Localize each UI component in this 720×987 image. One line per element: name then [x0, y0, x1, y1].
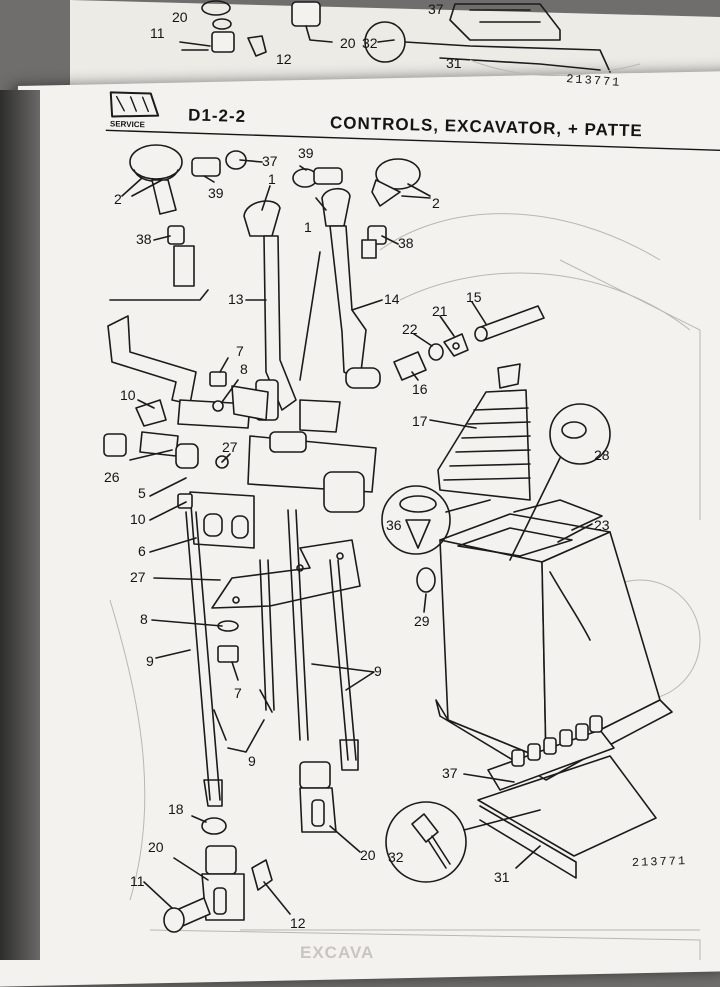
prev-callout-31: 31	[446, 55, 462, 71]
clevis-20-lower	[299, 761, 337, 833]
callout-29: 29	[414, 613, 430, 629]
exploded-parts-diagram: 20 11 12 20 32 37 31 213771 SERVICE D1-2…	[103, 0, 720, 960]
cap-28	[561, 421, 587, 439]
callout-12: 12	[290, 915, 306, 931]
prev-callout-32: 32	[362, 35, 378, 51]
callout-27a: 27	[222, 439, 238, 455]
lever-13	[243, 200, 297, 421]
callout-37b: 37	[442, 765, 458, 781]
callout-16: 16	[412, 381, 428, 397]
callout-labels: 1 1 2 2 5 6 7 7 8 8 9 9 9 10 10 11 12 13…	[104, 145, 610, 931]
detail-circle-28	[549, 403, 611, 465]
section-title: CONTROLS, EXCAVATOR, + PATTE	[330, 113, 643, 140]
binding-shadow	[0, 90, 40, 960]
callout-27b: 27	[130, 569, 146, 585]
callout-10a: 10	[120, 387, 136, 403]
callout-5: 5	[138, 485, 146, 501]
nut-18	[201, 817, 227, 835]
valve-block-37	[487, 715, 615, 791]
callout-23: 23	[594, 517, 610, 533]
mounting-plate	[211, 539, 361, 609]
brand-logo: SERVICE	[109, 91, 160, 129]
callout-14: 14	[384, 291, 400, 307]
screw-32	[411, 813, 451, 869]
background-text: EXCAVA	[300, 943, 374, 960]
callout-9b: 9	[248, 753, 256, 769]
brand-service-text: SERVICE	[110, 119, 146, 129]
previous-page-drawing: 20 11 12 20 32 37 31 213771	[150, 0, 641, 90]
spacer-39-left	[191, 150, 247, 177]
callout-9a: 9	[146, 653, 154, 669]
callout-13: 13	[228, 291, 244, 307]
gaiter-17	[437, 363, 531, 501]
callout-38a: 38	[136, 231, 152, 247]
leader-28	[509, 457, 561, 561]
prev-callout-37: 37	[428, 1, 444, 17]
grommet-29	[416, 567, 436, 593]
callout-38b: 38	[398, 235, 414, 251]
callout-8b: 8	[140, 611, 148, 627]
leader-lines	[109, 159, 593, 915]
console-housing-23	[435, 499, 673, 781]
prev-figure-ref: 213771	[566, 72, 622, 90]
pin-11	[163, 897, 211, 933]
left-knob-assembly	[129, 144, 195, 287]
fastener-36	[399, 495, 437, 549]
nut-7-lower	[217, 645, 239, 663]
detail-circle-36	[381, 485, 451, 555]
callout-17: 17	[412, 413, 428, 429]
yoke-block-6	[177, 491, 255, 549]
callout-15: 15	[466, 289, 482, 305]
callout-21: 21	[432, 303, 448, 319]
callout-2b: 2	[432, 195, 440, 211]
callout-39b: 39	[298, 145, 314, 161]
clevis-20-upper	[201, 845, 245, 921]
callout-10b: 10	[130, 511, 146, 527]
callout-32: 32	[388, 849, 404, 865]
callout-11: 11	[130, 873, 145, 889]
callout-18: 18	[168, 801, 184, 817]
callout-2a: 2	[114, 191, 122, 207]
callout-37a: 37	[262, 153, 278, 169]
callout-20a: 20	[148, 839, 164, 855]
callout-6: 6	[138, 543, 146, 559]
callout-22: 22	[402, 321, 418, 337]
bush-16	[393, 351, 427, 381]
callout-7b: 7	[234, 685, 242, 701]
callout-7a: 7	[236, 343, 244, 359]
callout-39a: 39	[208, 185, 224, 201]
clip-21	[443, 333, 469, 357]
pivot-pin-15	[474, 305, 545, 342]
prev-callout-20b: 20	[340, 35, 356, 51]
spacer-39-right	[292, 167, 343, 188]
figure-ref: 213771	[632, 854, 688, 870]
washer-22	[428, 343, 444, 361]
callout-1a: 1	[268, 171, 276, 187]
section-code: D1-2-2	[188, 105, 246, 126]
callout-26: 26	[104, 469, 120, 485]
prev-callout-12: 12	[276, 51, 292, 67]
callout-9c: 9	[374, 663, 382, 679]
prev-callout-11: 11	[150, 25, 165, 41]
lever-14	[299, 187, 381, 389]
lever-frame	[103, 315, 377, 513]
callout-20b: 20	[360, 847, 376, 863]
leader-32	[463, 809, 541, 831]
callout-1b: 1	[304, 219, 312, 235]
callout-8a: 8	[240, 361, 248, 377]
callout-28: 28	[594, 447, 610, 463]
detail-circle-32	[385, 801, 467, 883]
background-linework: EXCAVA	[109, 213, 701, 960]
leader-36	[445, 499, 491, 513]
callout-36: 36	[386, 517, 402, 533]
callout-31: 31	[494, 869, 510, 885]
control-rods-9	[185, 509, 359, 807]
right-knob-assembly	[361, 158, 421, 259]
page-header: SERVICE D1-2-2 CONTROLS, EXCAVATOR, + PA…	[105, 91, 720, 152]
clip-12	[251, 859, 273, 891]
cover-plate-31	[477, 755, 657, 879]
header-rule	[105, 129, 720, 152]
prev-callout-20a: 20	[172, 9, 188, 25]
